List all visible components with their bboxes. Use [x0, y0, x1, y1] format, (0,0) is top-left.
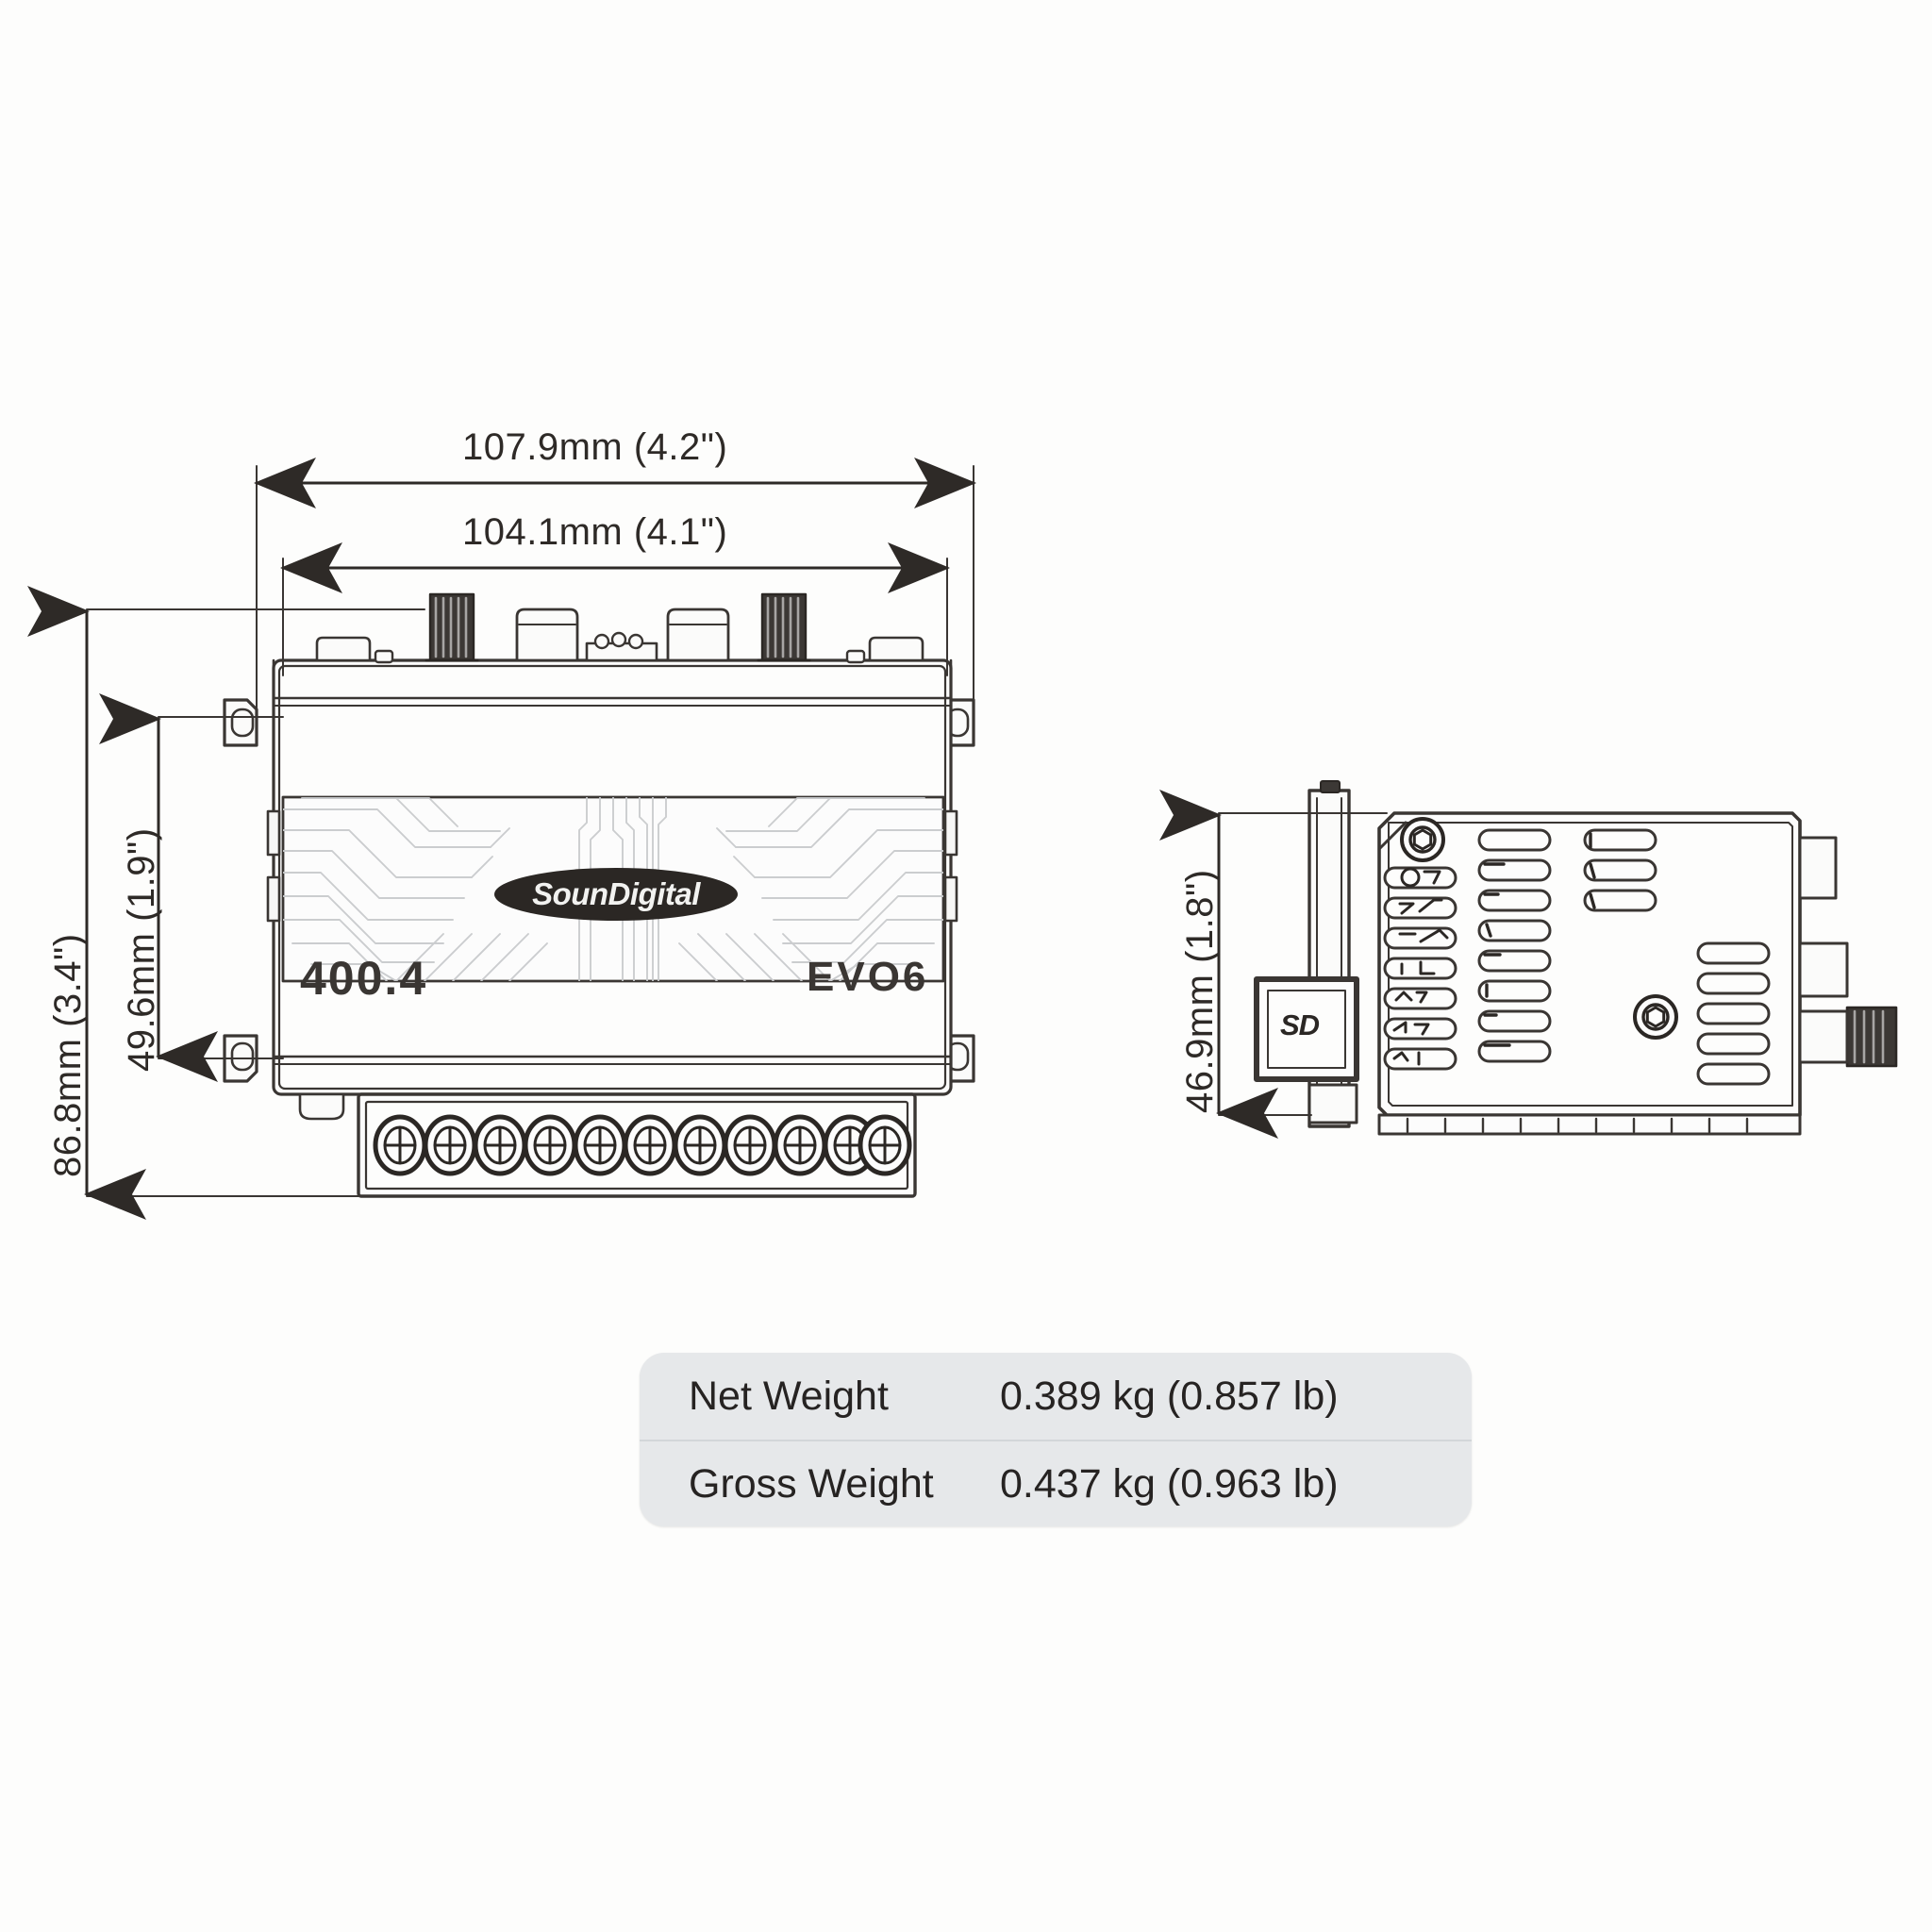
table-row: Net Weight 0.389 kg (0.857 lb)	[640, 1353, 1472, 1440]
gross-weight-label: Gross Weight	[689, 1460, 934, 1507]
gross-weight-value: 0.437 kg (0.963 lb)	[1000, 1460, 1339, 1507]
series-name-label: EVO6	[807, 954, 929, 1000]
soundigital-logo: SounDigital	[494, 868, 738, 921]
dimension-label-left-outer-height: 86.8mm (3.4")	[47, 933, 89, 1177]
side-view	[1254, 780, 1898, 1136]
gain-knob-1	[425, 592, 479, 662]
dimension-lines-top	[27, 458, 976, 1220]
terminal-block	[357, 1092, 917, 1198]
dimension-label-left-inner-height: 49.6mm (1.9")	[121, 827, 162, 1072]
dimension-lines-side	[1159, 790, 1388, 1139]
logo-text: SounDigital	[532, 876, 700, 911]
dimension-label-side-height: 46.9mm (1.8")	[1179, 869, 1221, 1113]
terminal-screws	[373, 1114, 912, 1176]
vent-slots	[1383, 828, 1771, 1086]
dimension-label-top-outer-width: 107.9mm (4.2")	[462, 426, 728, 468]
dimension-label-top-inner-width: 104.1mm (4.1")	[462, 511, 728, 553]
gain-knob-2	[757, 592, 811, 662]
sd-card-badge-label: SD	[1280, 1008, 1320, 1041]
hex-screws	[1400, 817, 1678, 1040]
logo-ellipse	[494, 868, 738, 921]
weight-table: Net Weight 0.389 kg (0.857 lb) Gross Wei…	[640, 1353, 1472, 1526]
net-weight-label: Net Weight	[689, 1373, 889, 1419]
model-number-label: 400.4	[300, 952, 428, 1005]
net-weight-value: 0.389 kg (0.857 lb)	[1000, 1373, 1339, 1419]
table-row: Gross Weight 0.437 kg (0.963 lb)	[640, 1440, 1472, 1526]
side-knob	[1845, 1006, 1898, 1068]
